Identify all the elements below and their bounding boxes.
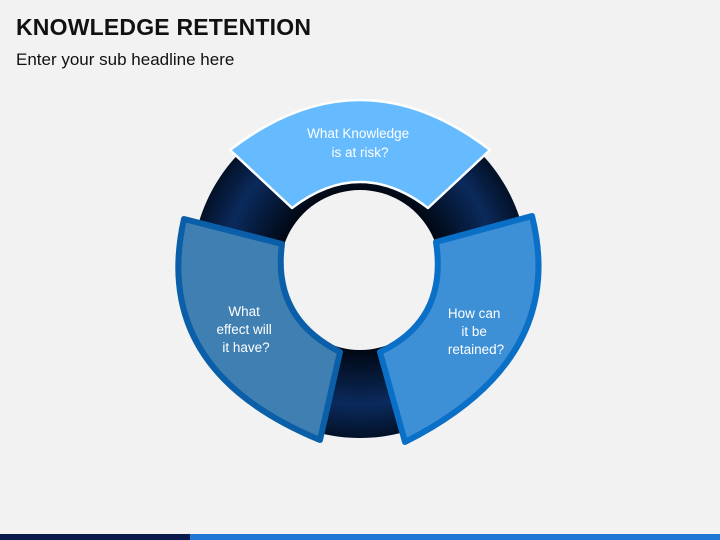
segment-top[interactable]: What Knowledge is at risk? [228,98,492,210]
segment-left-line-1: What [228,304,260,319]
segment-right-line-2: it be [461,324,487,339]
segment-right[interactable]: How can it be retained? [377,213,542,445]
segment-top-shape [228,98,492,210]
segment-top-label: What Knowledge is at risk? [307,126,413,160]
segment-left-line-2: effect will [216,322,271,337]
page-subtitle: Enter your sub headline here [16,50,235,69]
segment-top-line-1: What Knowledge [307,126,409,141]
page-title: KNOWLEDGE RETENTION [16,14,312,40]
segment-right-line-3: retained? [448,342,504,357]
bottom-accent-bar [0,534,720,540]
segment-top-line-2: is at risk? [331,145,388,160]
segment-left-line-3: it have? [222,340,269,355]
segment-left[interactable]: What effect will it have? [175,216,343,443]
segment-right-line-1: How can [448,306,501,321]
segment-right-label: How can it be retained? [448,306,504,357]
bottom-bar-light [190,534,720,540]
segment-right-shape [377,213,542,445]
bottom-bar-dark [0,534,190,540]
segment-left-label: What effect will it have? [216,304,275,355]
segment-left-shape [175,216,343,443]
